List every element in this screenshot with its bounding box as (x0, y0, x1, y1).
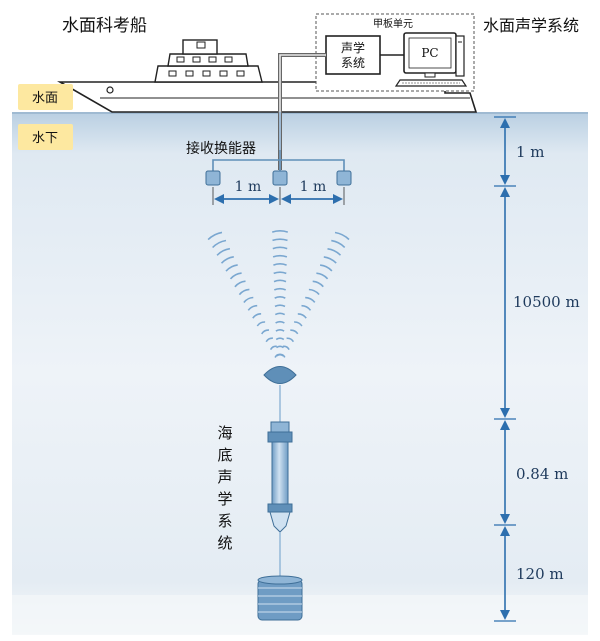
wave-arc (323, 256, 337, 264)
wave-arc (220, 256, 234, 264)
wave-arc (286, 337, 295, 343)
acoustic-box-line-2: 系统 (341, 56, 365, 70)
float-transponder (263, 366, 297, 384)
wave-arc (265, 337, 273, 343)
wave-arc (275, 320, 285, 324)
deck-unit-label: 甲板单元 (373, 17, 413, 30)
surface-system-title: 水面声学系统 (483, 16, 579, 35)
svg-text:海: 海 (217, 424, 232, 442)
wave-arc (234, 280, 246, 288)
wave-arc (312, 280, 324, 288)
wave-arc (334, 231, 350, 241)
wave-arc (272, 254, 288, 258)
wave-arc (273, 263, 287, 266)
wave-arc (225, 264, 238, 272)
svg-text:声: 声 (217, 468, 232, 486)
wave-arc (274, 304, 286, 308)
wave-arc (274, 296, 286, 299)
depth-label-2: 10500 m (513, 293, 580, 311)
depth-label-4: 120 m (516, 565, 564, 583)
wave-arc (331, 239, 346, 248)
transducer-center (272, 170, 288, 186)
wave-arc (301, 304, 312, 311)
spacing-left-label: 1 m (235, 179, 262, 195)
seafloor-system-label: 海 底 声 学 系 统 (217, 424, 232, 552)
wave-arc (256, 321, 266, 327)
underwater-label: 水下 (32, 131, 58, 146)
wave-arc (229, 272, 242, 280)
acoustic-waves (207, 230, 350, 358)
water-surface-label: 水面 (32, 91, 58, 106)
wave-arc (282, 345, 290, 351)
spacing-right-label: 1 m (300, 179, 327, 195)
wave-arc (271, 230, 289, 233)
wave-arc (207, 231, 223, 241)
wave-arc (238, 288, 250, 296)
wave-arc (273, 279, 287, 283)
wave-arc (275, 337, 285, 341)
wave-arc (316, 272, 329, 280)
wave-arc (243, 296, 254, 303)
wave-arc (216, 247, 231, 256)
transducer-right (336, 170, 352, 186)
wave-arc (272, 246, 288, 250)
wave-arc (305, 296, 316, 303)
wave-arc (297, 313, 307, 319)
underwater-marker (18, 124, 73, 150)
wave-beam-center (271, 230, 289, 357)
water-surface-marker (18, 84, 73, 110)
wave-arc (279, 353, 286, 358)
svg-text:学: 学 (217, 490, 232, 508)
wave-arc (273, 287, 287, 291)
wave-arc (327, 248, 342, 256)
wave-arc (276, 345, 284, 349)
wave-arc (308, 288, 320, 296)
svg-text:底: 底 (217, 446, 232, 464)
wave-arc (269, 345, 277, 351)
receiver-array (205, 150, 352, 186)
receiver-label: 接收换能器 (186, 140, 256, 157)
spacing-dimensions (212, 187, 345, 205)
wave-arc (272, 238, 288, 242)
svg-text:统: 统 (217, 534, 232, 552)
wave-arc (320, 264, 333, 272)
wave-arc (294, 321, 303, 327)
pc-label: PC (421, 46, 438, 60)
wave-arc (274, 312, 286, 316)
transducer-left (205, 170, 221, 186)
seafloor-acoustic-device (267, 421, 293, 533)
wave-arc (212, 239, 227, 249)
ship-title: 水面科考船 (62, 16, 147, 36)
pc-computer (394, 32, 468, 87)
depth-label-3: 0.84 m (516, 465, 568, 483)
depth-dimensions (494, 116, 516, 622)
wave-arc (261, 329, 270, 335)
svg-text:系: 系 (217, 512, 232, 530)
depth-label-1: 1 m (516, 143, 545, 161)
anchor-weight (257, 575, 303, 621)
wave-arc (275, 329, 285, 332)
wave-arc (273, 271, 287, 275)
wave-arc (247, 304, 258, 311)
wave-beam-left (207, 231, 281, 358)
wave-arc (290, 329, 299, 335)
acoustic-box-line-1: 声学 (341, 40, 365, 55)
wave-beam-right (279, 231, 350, 358)
wave-arc (252, 313, 262, 319)
